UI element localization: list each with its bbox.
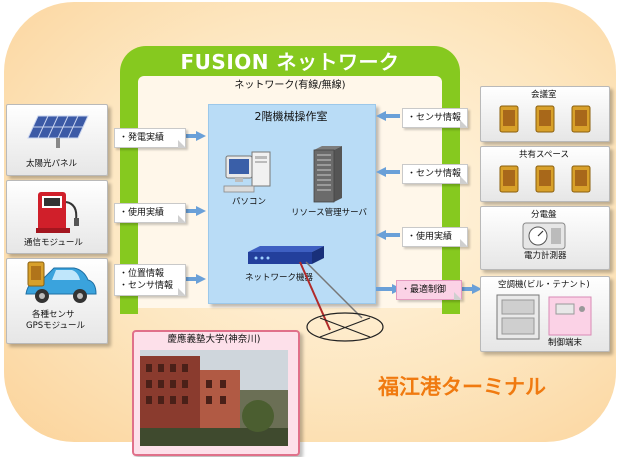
tag-power-results-text: ・発電実績 <box>119 133 164 143</box>
air-conditioner-label: 空調機(ビル・テナント) <box>498 280 590 290</box>
shared-space-label: 共有スペース <box>519 150 569 160</box>
power-meter-icon <box>522 222 566 250</box>
sensor-devices-meeting <box>498 104 596 136</box>
solar-label: 太陽光パネル <box>26 159 77 169</box>
tag-usage-results-right-text: ・使用実績 <box>407 232 452 242</box>
tag-position-sensor: ・位置情報 ・センサ情報 <box>114 264 186 296</box>
comm-module-icon <box>32 186 84 234</box>
tag-sensor-text: ・センサ情報 <box>119 281 173 291</box>
tag-sensor-info-1-text: ・センサ情報 <box>407 113 461 123</box>
tag-usage-results-right: ・使用実績 <box>402 227 468 247</box>
tag-usage-results-left-text: ・使用実績 <box>119 208 164 218</box>
car-icon <box>18 260 98 306</box>
sensor-devices-shared <box>498 164 596 196</box>
power-meter-label: 電力計測器 <box>524 251 567 261</box>
control-terminal-label: 制御端末 <box>548 338 582 348</box>
power-panel-label: 分電盤 <box>531 210 557 220</box>
university-label: 慶應義塾大学(神奈川) <box>132 334 296 346</box>
car-label-1: 各種センサ <box>32 310 75 320</box>
tag-usage-results-left: ・使用実績 <box>114 203 186 223</box>
terminal-label: 福江港ターミナル <box>378 374 546 400</box>
tag-sensor-info-2: ・センサ情報 <box>402 164 468 184</box>
tag-position-text: ・位置情報 <box>119 269 164 279</box>
control-terminal-icon <box>548 296 592 336</box>
air-conditioner-icon <box>496 294 540 340</box>
tag-optimal-control-text: ・最適制御 <box>401 285 446 295</box>
tag-sensor-info-2-text: ・センサ情報 <box>407 169 461 179</box>
university-photo <box>140 350 288 446</box>
tag-power-results: ・発電実績 <box>114 128 186 148</box>
solar-panel-icon <box>26 112 92 150</box>
car-label-2: GPSモジュール <box>26 321 85 331</box>
tag-optimal-control: ・最適制御 <box>396 280 462 300</box>
comm-module-label: 通信モジュール <box>24 238 83 248</box>
meeting-room-label: 会議室 <box>531 90 557 100</box>
tag-sensor-info-1: ・センサ情報 <box>402 108 468 128</box>
